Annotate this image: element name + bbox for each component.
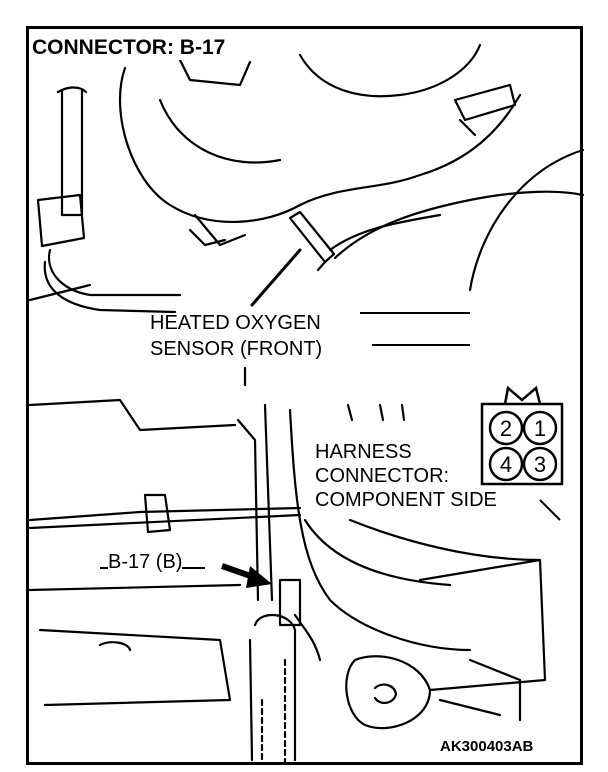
harness-connector bbox=[480, 385, 564, 486]
pin-2: 2 bbox=[500, 416, 512, 441]
sensor-label-line1: HEATED OXYGEN bbox=[150, 312, 321, 334]
exhaust-manifold bbox=[118, 43, 522, 272]
coolant-pipe bbox=[28, 86, 182, 314]
sensor-label-line2: SENSOR (FRONT) bbox=[150, 338, 323, 360]
harness-label-line3: COMPONENT SIDE bbox=[315, 489, 497, 511]
connector-callout-label: B-17 (B) bbox=[108, 551, 183, 573]
lower-engine bbox=[28, 398, 547, 762]
figure-code: AK300403AB bbox=[440, 738, 534, 755]
pin-3: 3 bbox=[534, 452, 546, 477]
pin-1: 1 bbox=[534, 416, 546, 441]
connector-arrow bbox=[221, 563, 272, 588]
harness-label-line2: CONNECTOR: bbox=[315, 465, 450, 487]
pin-4: 4 bbox=[500, 452, 512, 477]
harness-label-line1: HARNESS bbox=[315, 441, 412, 463]
diagram-title: CONNECTOR: B-17 bbox=[30, 35, 232, 60]
heat-shield bbox=[328, 148, 585, 292]
